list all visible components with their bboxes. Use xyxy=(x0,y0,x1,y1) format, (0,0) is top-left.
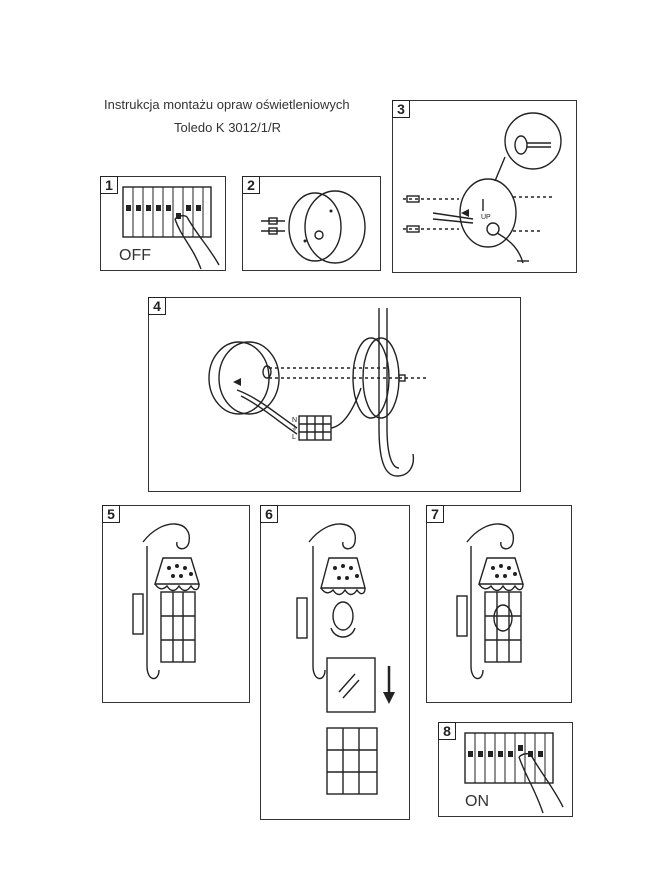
step-3-panel: 3 UP xyxy=(392,100,577,273)
terminal-earth-label: ⏚ xyxy=(291,424,298,432)
mounting-plate-illustration xyxy=(261,190,366,264)
final-assembly-illustration xyxy=(456,523,524,680)
terminal-n-label: N xyxy=(292,417,297,424)
step-2-panel: 2 xyxy=(242,176,381,271)
circuit-breaker-illustration xyxy=(122,186,220,270)
step-number: 1 xyxy=(100,176,118,194)
step-number: 5 xyxy=(102,505,120,523)
lantern-assembly-illustration xyxy=(132,523,200,680)
terminal-l-label: L xyxy=(292,434,296,441)
step-number: 6 xyxy=(260,505,278,523)
up-marker: UP xyxy=(481,214,491,221)
step-number: 4 xyxy=(148,297,166,315)
step-6-panel: 6 xyxy=(260,505,410,820)
bulb-replacement-illustration xyxy=(296,523,395,795)
on-label: ON xyxy=(465,793,489,810)
step-number: 8 xyxy=(438,722,456,740)
step-number: 2 xyxy=(242,176,260,194)
off-label: OFF xyxy=(119,247,151,264)
mounting-bracket-illustration: UP xyxy=(403,112,562,264)
step-1-panel: 1 OFF xyxy=(100,176,226,271)
step-7-panel: 7 xyxy=(426,505,572,703)
step-8-panel: 8 ON xyxy=(438,722,573,817)
step-5-panel: 5 xyxy=(102,505,250,703)
document-title: Instrukcja montażu opraw oświetleniowych xyxy=(104,97,350,112)
circuit-breaker-on-illustration xyxy=(464,732,564,814)
step-number: 3 xyxy=(392,100,410,118)
step-4-panel: 4 N ⏚ L xyxy=(148,297,521,492)
step-number: 7 xyxy=(426,505,444,523)
product-model: Toledo K 3012/1/R xyxy=(174,120,281,135)
wiring-illustration: N ⏚ L xyxy=(208,308,429,477)
